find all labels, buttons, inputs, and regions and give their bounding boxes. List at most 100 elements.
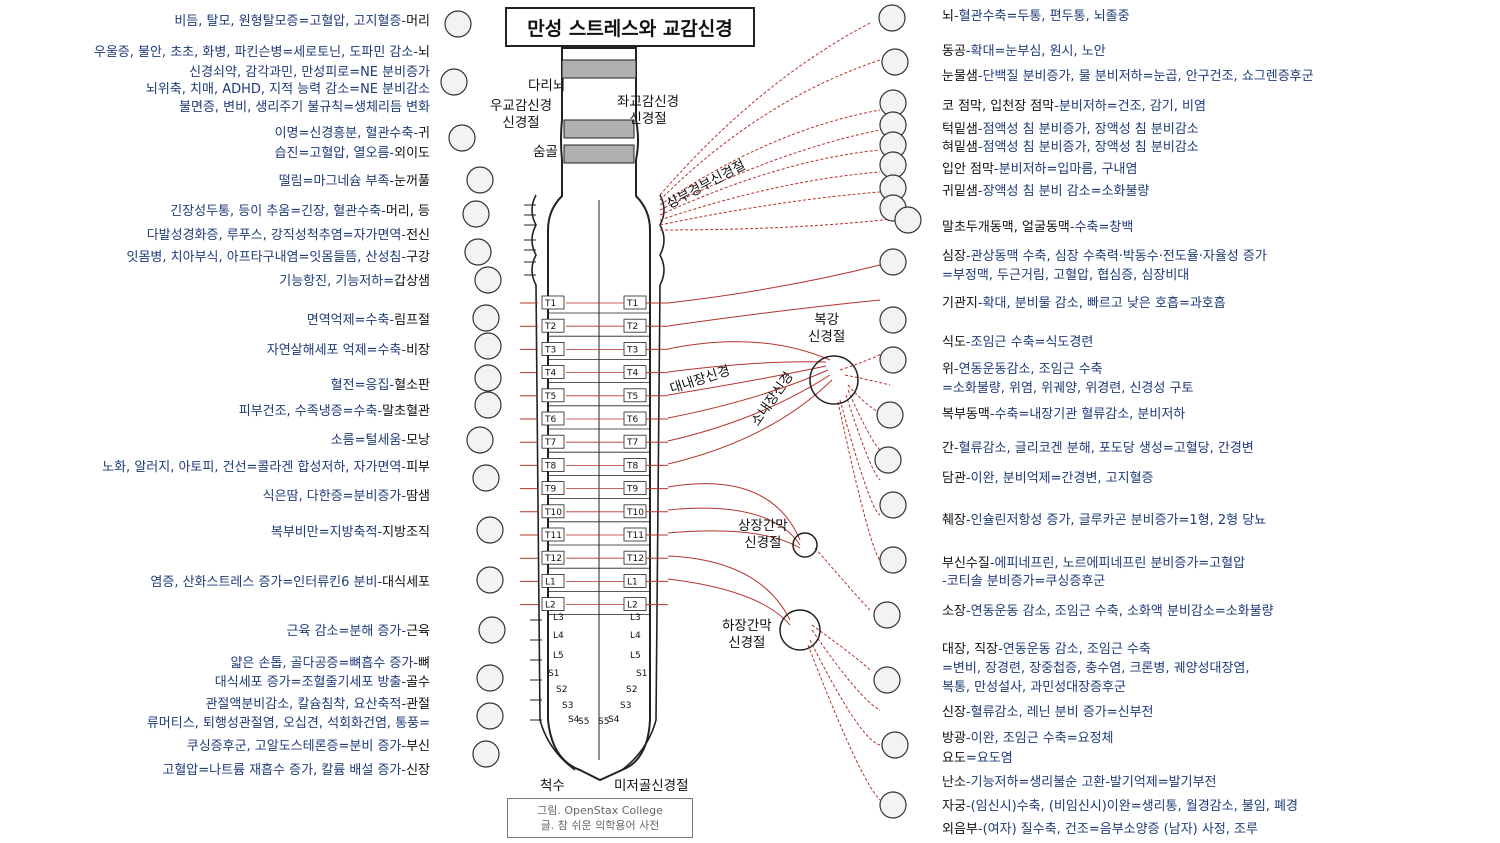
left-label-effect: 이명=신경흥분, 혈관수축- [274, 126, 419, 141]
right-label-effect: -연동운동 감소, 조임근 수축 [998, 642, 1151, 657]
right-label-row: 동공-확대=눈부심, 원시, 노안 [942, 44, 1106, 60]
left-label-effect: 신경쇠약, 감각과민, 만성피로=NE 분비증가 [189, 65, 430, 80]
gallbladder-icon [879, 491, 907, 519]
ganglion-organ-path [844, 374, 891, 386]
left-label-effect: 불면증, 변비, 생리주기 불규칙=생체리듬 변화 [179, 100, 430, 115]
lower-segment-right-l4: L4 [630, 631, 641, 641]
label-right-sympathetic: 우교감신경 신경절 [490, 98, 552, 132]
medulla-band [563, 119, 635, 139]
segment-box [541, 318, 565, 333]
segment-label-t1: T1 [544, 299, 556, 309]
hair-icon [444, 10, 472, 38]
left-label-organ: 눈꺼풀 [394, 174, 430, 189]
left-label-row: 식은땀, 다한증=분비증가-땀샘 [263, 489, 430, 505]
lower-segment-right-s3: S3 [620, 701, 631, 711]
segment-label-t10: T10 [544, 508, 562, 518]
celiac-ganglion [809, 355, 859, 405]
right-label-organ: 말초두개동맥, 얼굴동맥 [942, 220, 1070, 235]
right-label-organ: 난소 [942, 775, 966, 790]
right-label-row: 요도=요도염 [942, 751, 1013, 767]
right-label-effect: -에피네프린, 노르에피네프린 분비증가=고혈압 [989, 556, 1246, 571]
platelet-icon [474, 364, 502, 392]
right-sympathetic-chain [531, 194, 576, 771]
ganglion-organ-path [807, 644, 881, 801]
segment-label-l1: L1 [545, 577, 556, 587]
segment-box [541, 341, 565, 356]
stomach-icon [879, 346, 907, 374]
ganglion-organ-path [811, 624, 871, 671]
right-label-row: 외음부-(여자) 질수축, 건조=음부소양증 (남자) 사정, 조루 [942, 822, 1258, 838]
right-label-row: 복부동맥-수축=내장기관 혈류감소, 분비저하 [942, 407, 1185, 423]
ganglion-organ-path [809, 639, 881, 746]
spinal-nerve-path [667, 555, 791, 621]
lower-segment-right-l5: L5 [630, 651, 641, 661]
right-label-organ: 요도 [942, 751, 966, 766]
segment-box [541, 481, 565, 496]
left-label-effect: 근육 감소=분해 증가- [286, 624, 407, 639]
right-label-row: 부신수질-에피네프린, 노르에피네프린 분비증가=고혈압 [942, 556, 1245, 572]
segment-label-t11: T11 [626, 531, 644, 541]
left-label-organ: 근육 [406, 624, 430, 639]
left-label-effect: 긴장성두통, 등이 추움=긴장, 혈관수축- [170, 204, 386, 219]
right-label-effect: -확대, 분비물 감소, 빠르고 낮은 호흡=과호흡 [977, 296, 1226, 311]
right-label-organ: 복부동맥 [942, 407, 990, 422]
vessel-icon [474, 391, 502, 419]
label-spinal-cord: 척수 [540, 778, 565, 794]
right-label-effect: -점액성 침 분비증가, 장액성 침 분비감소 [977, 140, 1199, 155]
lower-segment-left-s4: S4 [568, 715, 580, 725]
spinal-nerve-path [667, 530, 801, 549]
label-superior-mesenteric: 상장간막 신경절 [738, 518, 788, 552]
segment-box [541, 434, 565, 449]
left-label-organ: 말초혈관 [382, 404, 430, 419]
right-label-organ: 간 [942, 441, 954, 456]
label-inferior-mesenteric: 하장간막 신경절 [722, 618, 772, 652]
right-label-row: 턱밑샘-점액성 침 분비증가, 장액성 침 분비감소 [942, 122, 1199, 138]
lower-segment-right-s5: S5 [598, 717, 609, 727]
spinal-nerve-path [667, 369, 829, 419]
ganglion-organ-path [839, 349, 891, 371]
left-label-row: 혈전=응집-혈소판 [331, 378, 430, 394]
ganglion-organ-path [837, 401, 881, 561]
segment-label-t8: T8 [544, 461, 556, 471]
right-label-row: 입안 점막-분비저하=입마름, 구내염 [942, 162, 1137, 178]
diagram-title: 만성 스트레스와 교감신경 [505, 7, 755, 47]
left-label-effect: 관절액분비감소, 칼슘침착, 요산축적- [205, 697, 407, 712]
label-left-sympathetic-line1: 좌교감신경 [617, 94, 680, 110]
lower-segment-left-s5: S5 [578, 717, 589, 727]
cranial-nerve-path [659, 217, 901, 231]
label-coccygeal-ganglion: 미저골신경절 [614, 778, 689, 794]
left-label-organ: 신장 [406, 763, 430, 778]
right-label-row: 말초두개동맥, 얼굴동맥-수축=창백 [942, 220, 1133, 236]
artery-icon [894, 206, 922, 234]
heart-icon [879, 248, 907, 276]
right-label-organ: 입안 점막 [942, 162, 994, 177]
left-label-row: 비듬, 탈모, 원형탈모증=고혈압, 고지혈증-머리 [174, 14, 430, 30]
right-label-effect: =부정맥, 두근거림, 고혈압, 협심증, 심장비대 [942, 268, 1190, 283]
left-label-organ: 갑상샘 [394, 274, 430, 289]
uterus-icon [879, 791, 907, 819]
segment-box [541, 295, 565, 310]
right-label-row: 기관지-확대, 분비물 감소, 빠르고 낮은 호흡=과호흡 [942, 296, 1226, 312]
left-label-effect: 노화, 알러지, 아토피, 건선=콜라겐 합성저하, 자가면역- [102, 460, 407, 475]
left-label-organ: 머리, 등 [385, 204, 430, 219]
left-label-organ: 부신 [406, 739, 430, 754]
left-label-organ: 뇌 [418, 45, 430, 60]
label-left-sympathetic: 좌교감신경 신경절 [617, 94, 679, 128]
spinal-nerve-path [667, 341, 831, 361]
segment-label-t4: T4 [626, 369, 638, 379]
left-label-row: 긴장성두통, 등이 추움=긴장, 혈관수축-머리, 등 [170, 204, 430, 220]
pupil-icon [881, 48, 909, 76]
lower-segment-right-s2: S2 [626, 685, 637, 695]
right-label-effect: -혈류감소, 글리코겐 분해, 포도당 생성=고혈당, 간경변 [953, 441, 1254, 456]
cranial-nerve-path [659, 171, 881, 221]
segment-box [541, 597, 565, 611]
right-label-organ: 담관 [942, 471, 966, 486]
right-label-organ: 췌장 [942, 513, 966, 528]
right-label-row: 대장, 직장-연동운동 감소, 조임근 수축 [942, 642, 1151, 658]
label-superior-mes-line1: 상장간막 [738, 518, 788, 534]
left-organ-icons [440, 10, 506, 768]
right-label-effect: -혈관수축=두통, 편두통, 뇌졸중 [953, 9, 1130, 24]
left-label-effect: 식은땀, 다한증=분비증가- [262, 489, 407, 504]
left-label-effect: 자연살해세포 억제=수축- [266, 343, 407, 358]
lower-segment-left-s2: S2 [556, 685, 567, 695]
